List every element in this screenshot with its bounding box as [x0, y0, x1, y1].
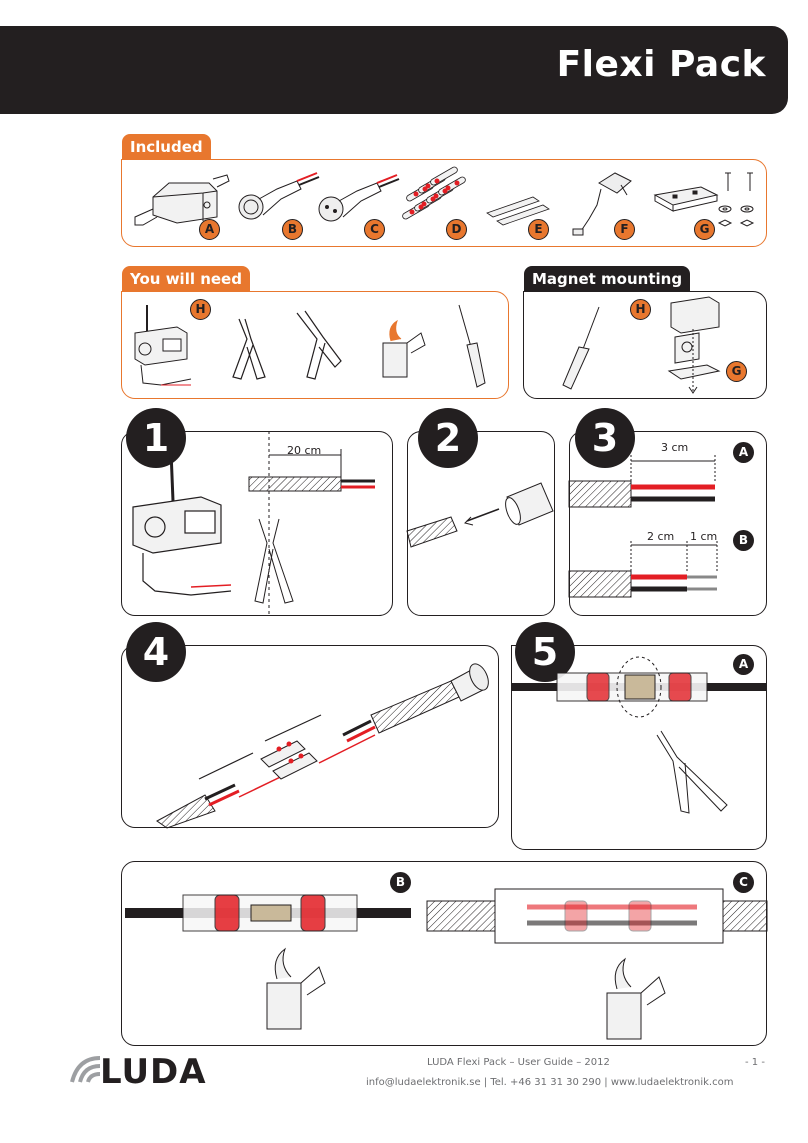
camera-icon	[134, 305, 192, 386]
step-3a-dimension: 3 cm	[661, 441, 689, 454]
magnet-label-g: G	[726, 361, 747, 382]
magnet-mounting-tab: Magnet mounting	[524, 266, 691, 292]
step-1-box	[121, 431, 393, 616]
step-2-box	[407, 431, 555, 616]
connector-male-icon	[238, 172, 320, 220]
cable-ties-icon	[486, 196, 550, 226]
included-items-art	[134, 166, 755, 236]
step-4-box	[121, 645, 499, 828]
footer-page-number: - 1 -	[745, 1057, 765, 1068]
camera-unit-icon	[134, 174, 230, 226]
luda-logo-text: LUDA	[100, 1052, 207, 1092]
luda-logo-mark	[70, 1056, 101, 1083]
camera-icon	[132, 450, 232, 596]
step-3b-dimension-2: 1 cm	[690, 530, 718, 543]
you-will-need-box	[121, 291, 509, 399]
header-bar: Flexi Pack	[0, 26, 788, 114]
screwdriver-icon	[562, 306, 600, 390]
step-4-number: 4	[126, 622, 186, 682]
step-3-number: 3	[575, 408, 635, 468]
step-5bc-art	[125, 888, 768, 1040]
magnet-bracket-icon	[667, 296, 721, 394]
step-5-label-a: A	[733, 654, 754, 675]
magnet-mounting-box	[523, 291, 767, 399]
step-5-label-b: B	[390, 872, 411, 893]
lighter-icon	[606, 957, 666, 1040]
step-5a-art	[511, 656, 767, 814]
included-box	[121, 159, 767, 247]
step-3-box	[569, 431, 767, 616]
tools-art	[134, 304, 486, 388]
step-5-label-c: C	[733, 872, 754, 893]
heat-shrink-connectors-icon	[402, 166, 466, 220]
magnet-mount-parts-icon	[653, 172, 755, 227]
step-3-label-a: A	[733, 442, 754, 463]
you-will-need-tab: You will need	[122, 266, 250, 292]
item-label-g: G	[694, 219, 715, 240]
step-5-number: 5	[515, 622, 575, 682]
footer-guide-title: LUDA Flexi Pack – User Guide – 2012	[427, 1057, 610, 1068]
step-1-art	[132, 431, 375, 616]
item-label-c: C	[364, 219, 385, 240]
item-label-a: A	[199, 219, 220, 240]
pliers-icon	[232, 318, 266, 380]
long-nose-pliers-icon	[296, 310, 342, 380]
step-2-art	[406, 482, 554, 548]
page-title: Flexi Pack	[556, 44, 766, 85]
power-adapter-icon	[572, 172, 632, 236]
step-4-art	[156, 663, 489, 829]
step-3-label-b: B	[733, 530, 754, 551]
item-label-d: D	[446, 219, 467, 240]
step-5-box	[511, 645, 767, 850]
tool-label-h: H	[190, 299, 211, 320]
magnet-mounting-art	[562, 296, 721, 394]
magnet-label-h: H	[630, 299, 651, 320]
lighter-icon	[382, 319, 426, 378]
step-1-number: 1	[126, 408, 186, 468]
step-1-dimension: 20 cm	[287, 444, 322, 457]
item-label-b: B	[282, 219, 303, 240]
lighter-icon	[266, 947, 326, 1030]
step-3-art	[568, 455, 718, 598]
step-3b-dimension-1: 2 cm	[647, 530, 675, 543]
included-tab: Included	[122, 134, 211, 160]
item-label-f: F	[614, 219, 635, 240]
screwdriver-icon	[458, 304, 486, 388]
footer-contact: info@ludaelektronik.se | Tel. +46 31 31 …	[366, 1077, 734, 1088]
item-label-e: E	[528, 219, 549, 240]
cable-cut-art	[248, 431, 375, 616]
step-2-number: 2	[418, 408, 478, 468]
step-5-lower-box	[121, 861, 767, 1046]
connector-female-icon	[318, 174, 400, 222]
